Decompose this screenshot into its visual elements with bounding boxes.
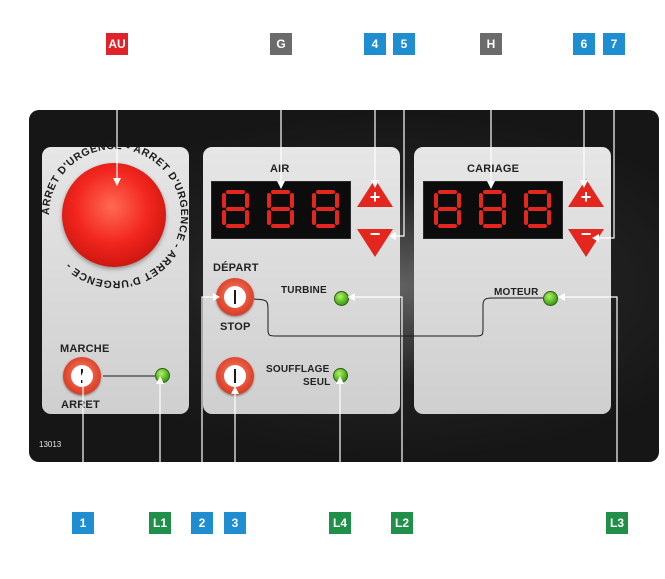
line-l2 xyxy=(348,296,403,512)
segment-e xyxy=(434,210,438,225)
turbine-label: TURBINE xyxy=(281,285,327,296)
segment-e xyxy=(524,210,528,225)
segment-c xyxy=(290,210,294,225)
segment-d xyxy=(438,224,457,228)
segment-a xyxy=(438,190,457,194)
carriage-minus-icon: − xyxy=(580,224,592,244)
marche-label: MARCHE xyxy=(60,343,110,355)
segment-b xyxy=(245,193,249,208)
depart-stop-switch[interactable] xyxy=(216,278,254,316)
callout-5: 5 xyxy=(393,33,415,55)
segment-f xyxy=(222,193,226,208)
segment-g xyxy=(271,207,290,211)
air-label: AIR xyxy=(270,163,290,175)
segment-e xyxy=(222,210,226,225)
air-decrease-button[interactable] xyxy=(357,229,393,257)
segment-d xyxy=(271,224,290,228)
segment-f xyxy=(312,193,316,208)
segment-d xyxy=(316,224,335,228)
wire-depart-moteur xyxy=(253,297,543,337)
segment-f xyxy=(434,193,438,208)
segment-a xyxy=(271,190,290,194)
segment-b xyxy=(290,193,294,208)
moteur-label: MOTEUR xyxy=(494,287,539,298)
segment-f xyxy=(267,193,271,208)
segment-g xyxy=(226,207,245,211)
air-digit-2 xyxy=(267,190,294,228)
segment-c xyxy=(547,210,551,225)
carriage-label: CARIAGE xyxy=(467,163,520,175)
carriage-decrease-button[interactable] xyxy=(568,229,604,257)
segment-a xyxy=(528,190,547,194)
segment-c xyxy=(335,210,339,225)
callout-6: 6 xyxy=(573,33,595,55)
callout-h: H xyxy=(480,33,502,55)
segment-e xyxy=(267,210,271,225)
stop-label: STOP xyxy=(220,321,251,333)
callout-l3: L3 xyxy=(606,512,628,534)
segment-c xyxy=(245,210,249,225)
segment-g xyxy=(528,207,547,211)
segment-a xyxy=(316,190,335,194)
segment-f xyxy=(479,193,483,208)
segment-c xyxy=(457,210,461,225)
soufflage-label: SOUFFLAGE xyxy=(266,364,330,375)
carriage-display xyxy=(423,181,563,239)
arret-label: ARRET xyxy=(61,399,100,411)
segment-e xyxy=(479,210,483,225)
line-7 xyxy=(595,55,615,239)
line-2 xyxy=(201,296,216,512)
segment-b xyxy=(502,193,506,208)
segment-a xyxy=(483,190,502,194)
segment-g xyxy=(483,207,502,211)
callout-l1: L1 xyxy=(149,512,171,534)
seul-label: SEUL xyxy=(303,377,331,388)
segment-d xyxy=(483,224,502,228)
segment-f xyxy=(524,193,528,208)
line-5 xyxy=(392,55,405,237)
callout-4: 4 xyxy=(364,33,386,55)
device-code: 13013 xyxy=(39,440,62,449)
depart-label: DÉPART xyxy=(213,262,259,274)
segment-c xyxy=(502,210,506,225)
air-digit-1 xyxy=(222,190,249,228)
air-digit-3 xyxy=(312,190,339,228)
callout-7: 7 xyxy=(603,33,625,55)
air-minus-icon: − xyxy=(369,224,381,244)
segment-d xyxy=(528,224,547,228)
callout-l2: L2 xyxy=(391,512,413,534)
segment-b xyxy=(335,193,339,208)
callout-3: 3 xyxy=(224,512,246,534)
segment-g xyxy=(316,207,335,211)
soufflage-switch-face xyxy=(224,365,246,387)
segment-b xyxy=(457,193,461,208)
line-l3 xyxy=(558,296,618,512)
callout-au: AU xyxy=(106,33,128,55)
segment-a xyxy=(226,190,245,194)
power-symbol-icon xyxy=(234,369,236,383)
carriage-digit-3 xyxy=(524,190,551,228)
segment-d xyxy=(226,224,245,228)
depart-stop-switch-face xyxy=(224,286,246,308)
callout-1: 1 xyxy=(72,512,94,534)
emergency-stop-button[interactable] xyxy=(62,163,166,267)
led-l2-turbine xyxy=(334,291,349,306)
carriage-plus-icon: + xyxy=(580,187,592,207)
emergency-ring-label: ARRET D'URGENCE - ARRET D'URGENCE - ARRE… xyxy=(40,140,190,290)
segment-e xyxy=(312,210,316,225)
carriage-digit-2 xyxy=(479,190,506,228)
segment-g xyxy=(438,207,457,211)
air-display xyxy=(211,181,351,239)
led-l3-moteur xyxy=(543,291,558,306)
callout-g: G xyxy=(270,33,292,55)
callout-2: 2 xyxy=(191,512,213,534)
air-plus-icon: + xyxy=(369,187,381,207)
segment-b xyxy=(547,193,551,208)
callout-l4: L4 xyxy=(329,512,351,534)
carriage-digit-1 xyxy=(434,190,461,228)
power-symbol-icon xyxy=(234,290,236,304)
